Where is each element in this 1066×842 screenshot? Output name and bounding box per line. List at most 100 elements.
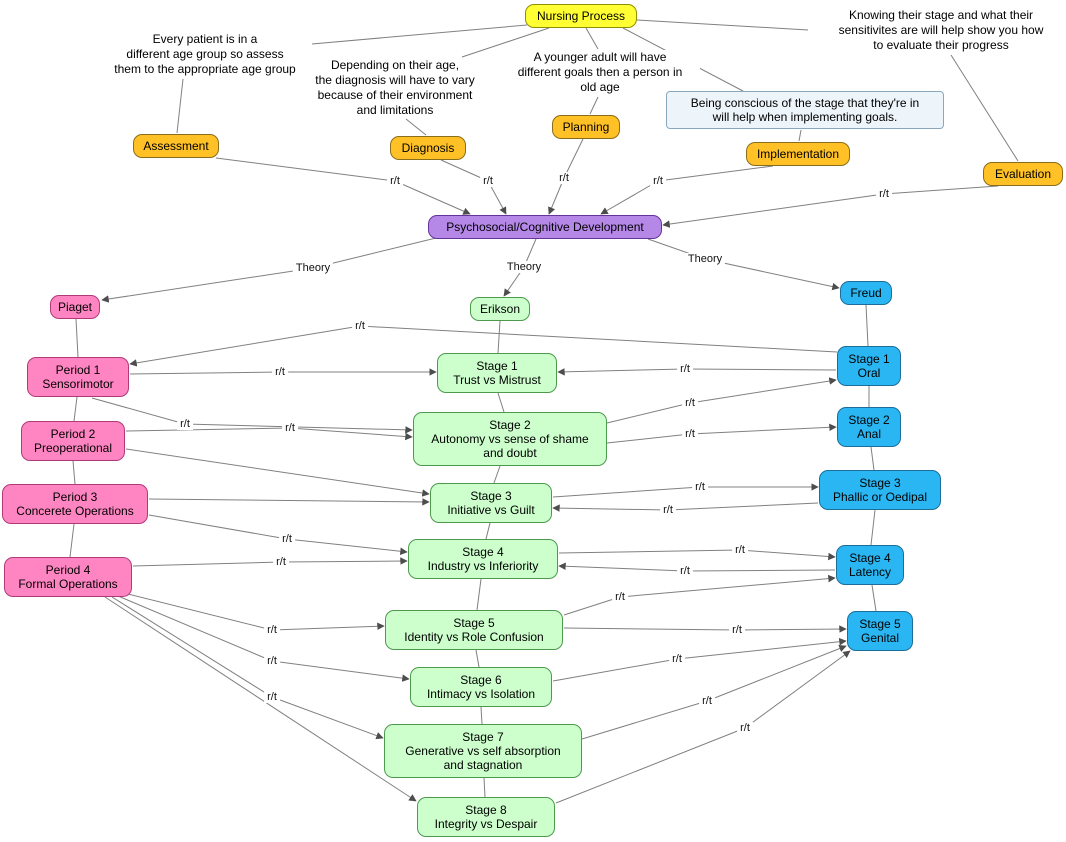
edge-implementation-psychosocial [657,165,774,182]
edge-period4-estage6 [271,660,410,682]
edge-label-estage5-fstage4[interactable]: r/t [612,591,628,603]
edge-label-estage8-fstage5[interactable]: r/t [737,722,753,734]
edge-nursing-a4 [636,19,809,31]
edge-fstage2-fstage3 [870,446,875,471]
node-assessment[interactable]: Assessment [133,134,219,158]
edge-nursing-a2 [461,27,550,58]
edge-label-period1-estage2[interactable]: r/t [177,418,193,430]
node-period3[interactable]: Period 3 Concerete Operations [2,484,148,524]
edge-period4-estage6 [117,595,273,662]
edge-estage2-fstage2 [606,433,691,444]
edge-label-period4-estage4[interactable]: r/t [273,556,289,568]
edge-planning-psychosocial [563,138,584,179]
edge-label-psychosocial-piaget[interactable]: Theory [292,262,334,274]
edge-period2-estage2 [125,427,291,432]
node-estage1[interactable]: Stage 1 Trust vs Mistrust [437,353,557,393]
edge-fstage3-estage3 [667,502,819,511]
edge-estage4-fstage4 [739,549,836,561]
edge-a1-assessment [176,78,184,134]
edge-label-estage4-fstage4[interactable]: r/t [732,544,748,556]
node-period4[interactable]: Period 4 Formal Operations [4,557,132,597]
edge-label-estage3-fstage3[interactable]: r/t [692,481,708,493]
edge-period4-estage8 [104,596,417,802]
edge-label-fstage1-estage1[interactable]: r/t [677,363,693,375]
edge-label-psychosocial-freud[interactable]: Theory [684,253,726,265]
edge-label-period4-estage5[interactable]: r/t [264,624,280,636]
edge-period4-estage7 [111,596,273,698]
edge-period4-estage5 [119,591,273,631]
edge-label-diagnosis-psychosocial[interactable]: r/t [480,175,496,187]
edge-label-period3-estage4[interactable]: r/t [279,533,295,545]
edge-estage2-fstage1 [689,377,837,404]
node-estage7[interactable]: Stage 7 Generative vs self absorption an… [384,724,582,778]
edge-label-period4-estage7[interactable]: r/t [264,691,280,703]
edge-label-period2-estage2[interactable]: r/t [282,422,298,434]
edge-psychosocial-piaget [312,237,437,269]
edge-assessment-psychosocial [394,180,471,215]
edge-label-fstage3-estage3[interactable]: r/t [660,504,676,516]
edge-nursing-a3 [585,27,599,50]
annotation-a2[interactable]: Depending on their age, the diagnosis wi… [300,58,490,118]
node-diagnosis[interactable]: Diagnosis [390,136,466,160]
annotation-a1[interactable]: Every patient is in a different age grou… [100,32,310,77]
node-fstage3[interactable]: Stage 3 Phallic or Oedipal [819,470,941,510]
node-fstage4[interactable]: Stage 4 Latency [836,545,904,585]
edge-fstage4-fstage5 [871,584,877,612]
edge-label-period4-estage6[interactable]: r/t [264,655,280,667]
edge-label-fstage1-period1[interactable]: r/t [352,320,368,332]
node-note[interactable]: Being conscious of the stage that they'r… [666,91,944,129]
node-freud[interactable]: Freud [840,281,892,305]
edge-estage7-estage8 [483,777,486,798]
node-estage6[interactable]: Stage 6 Intimacy vs Isolation [410,667,552,707]
node-erikson[interactable]: Erikson [470,297,530,321]
node-piaget[interactable]: Piaget [50,295,100,319]
edge-period4-estage5 [271,622,385,631]
edge-label-implementation-psychosocial[interactable]: r/t [650,175,666,187]
edge-label-estage5-fstage5[interactable]: r/t [729,624,745,636]
edge-psychosocial-piaget [101,267,314,303]
edge-label-assessment-psychosocial[interactable]: r/t [387,175,403,187]
edge-label-estage6-fstage5[interactable]: r/t [669,653,685,665]
node-estage4[interactable]: Stage 4 Industry vs Inferiority [408,539,558,579]
node-estage5[interactable]: Stage 5 Identity vs Role Confusion [385,610,563,650]
annotation-a3[interactable]: A younger adult will have different goal… [500,50,700,95]
edge-period1-estage2 [184,423,413,434]
annotation-a4[interactable]: Knowing their stage and what their sensi… [810,8,1066,53]
node-period2[interactable]: Period 2 Preoperational [21,421,125,461]
edge-period1-estage2 [91,397,186,425]
edge-assessment-psychosocial [215,157,396,182]
edge-label-estage2-fstage2[interactable]: r/t [682,428,698,440]
edge-note-implementation [798,129,802,142]
edge-period2-estage2 [289,427,413,441]
edge-label-psychosocial-erikson[interactable]: Theory [503,261,545,273]
node-fstage1[interactable]: Stage 1 Oral [837,346,901,386]
edge-estage6-fstage5 [552,658,678,682]
edge-estage3-estage4 [485,522,491,540]
edge-label-estage2-fstage1[interactable]: r/t [682,397,698,409]
edge-period1-period2 [73,396,78,422]
node-psychosocial[interactable]: Psychosocial/Cognitive Development [428,215,662,239]
edge-label-period1-estage1[interactable]: r/t [272,366,288,378]
node-estage8[interactable]: Stage 8 Integrity vs Despair [417,797,555,837]
node-evaluation[interactable]: Evaluation [983,162,1063,186]
edge-estage4-fstage4 [558,549,741,554]
edge-fstage3-estage3 [552,504,669,512]
node-estage2[interactable]: Stage 2 Autonomy vs sense of shame and d… [413,412,607,466]
node-fstage2[interactable]: Stage 2 Anal [837,407,901,447]
node-period1[interactable]: Period 1 Sensorimotor [27,357,129,397]
edge-fstage1-estage1 [684,368,837,371]
node-estage3[interactable]: Stage 3 Initiative vs Guilt [430,483,552,523]
node-implementation[interactable]: Implementation [746,142,850,166]
edge-label-estage7-fstage5[interactable]: r/t [699,695,715,707]
node-planning[interactable]: Planning [552,115,620,139]
edge-estage2-estage3 [493,465,501,484]
edge-label-planning-psychosocial[interactable]: r/t [556,172,572,184]
edge-estage6-estage7 [480,706,483,725]
node-fstage5[interactable]: Stage 5 Genital [847,611,913,651]
edge-label-fstage4-estage4[interactable]: r/t [677,565,693,577]
edge-planning-psychosocial [548,177,565,215]
node-nursing[interactable]: Nursing Process [525,4,637,28]
edge-period4-estage7 [271,696,384,740]
edge-nursing-a1 [311,24,528,45]
edge-label-evaluation-psychosocial[interactable]: r/t [876,188,892,200]
